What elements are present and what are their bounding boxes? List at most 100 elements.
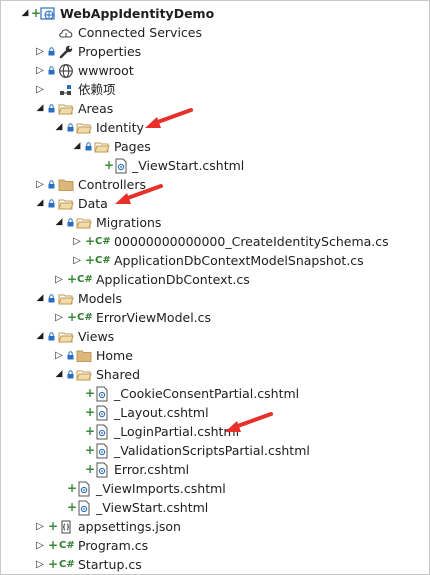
tree-item-project[interactable]: ◢ + WebAppIdentityDemo	[1, 4, 430, 23]
tree-item-label: _ViewStart.cshtml	[96, 500, 209, 515]
tree-item-models[interactable]: ◢ Models	[1, 289, 430, 308]
tree-item-layout[interactable]: + _Layout.cshtml	[1, 403, 430, 422]
tree-item-cookie-partial[interactable]: + _CookieConsentPartial.cshtml	[1, 384, 430, 403]
collapse-arrow-icon[interactable]: ▷	[36, 46, 44, 57]
tree-item-properties[interactable]: ▷ Properties	[1, 42, 430, 61]
tree-item-login-partial[interactable]: + _LoginPartial.cshtml	[1, 422, 430, 441]
expand-arrow-icon[interactable]: ◢	[73, 141, 81, 151]
folder-open-icon	[58, 329, 74, 345]
tree-item-label: 依赖项	[78, 82, 116, 97]
folder-open-icon	[76, 367, 92, 383]
lock-icon	[48, 180, 56, 189]
tree-item-label: ApplicationDbContextModelSnapshot.cs	[114, 253, 364, 268]
add-status-icon: +	[104, 158, 115, 172]
tree-item-migration-file[interactable]: ▷ + C# 00000000000000_CreateIdentitySche…	[1, 232, 430, 251]
csharp-file-icon: C#	[59, 540, 75, 551]
tree-item-identity[interactable]: ◢ Identity	[1, 118, 430, 137]
collapse-arrow-icon[interactable]: ▷	[55, 312, 63, 323]
tree-item-identity-viewstart[interactable]: + _ViewStart.cshtml	[1, 156, 430, 175]
tree-item-pages[interactable]: ◢ Pages	[1, 137, 430, 156]
tree-item-views-viewstart[interactable]: + _ViewStart.cshtml	[1, 498, 430, 517]
tree-item-label: _ValidationScriptsPartial.cshtml	[114, 443, 310, 458]
razor-file-icon	[94, 462, 110, 478]
tree-item-data[interactable]: ◢ Data	[1, 194, 430, 213]
tree-item-error-view[interactable]: + Error.cshtml	[1, 460, 430, 479]
tree-item-label: Identity	[96, 120, 144, 135]
tree-item-label: Error.cshtml	[114, 462, 190, 477]
tree-item-startup[interactable]: ▷ + C# Startup.cs	[1, 555, 430, 574]
tree-item-shared[interactable]: ◢ Shared	[1, 365, 430, 384]
expand-arrow-icon[interactable]: ◢	[36, 198, 44, 208]
folder-icon	[58, 177, 74, 193]
csharp-file-icon: C#	[95, 236, 111, 247]
csharp-file-icon: C#	[77, 312, 93, 323]
razor-file-icon	[76, 500, 92, 516]
collapse-arrow-icon[interactable]: ▷	[36, 521, 44, 532]
expand-arrow-icon[interactable]: ◢	[21, 8, 29, 18]
tree-item-home[interactable]: ▷ Home	[1, 346, 430, 365]
tree-item-program[interactable]: ▷ + C# Program.cs	[1, 536, 430, 555]
expand-arrow-icon[interactable]: ◢	[36, 293, 44, 303]
tree-item-snapshot-file[interactable]: ▷ + C# ApplicationDbContextModelSnapshot…	[1, 251, 430, 270]
dependencies-icon	[58, 82, 74, 98]
add-status-icon: +	[48, 538, 59, 552]
tree-item-connected-services[interactable]: Connected Services	[1, 23, 430, 42]
collapse-arrow-icon[interactable]: ▷	[36, 559, 44, 570]
lock-icon	[48, 199, 56, 208]
tree-item-wwwroot[interactable]: ▷ wwwroot	[1, 61, 430, 80]
collapse-arrow-icon[interactable]: ▷	[55, 274, 63, 285]
csharp-file-icon: C#	[59, 559, 75, 570]
tree-item-dependencies[interactable]: ▷ 依赖项	[1, 80, 430, 99]
tree-item-label: ApplicationDbContext.cs	[96, 272, 250, 287]
web-project-icon	[40, 6, 56, 22]
tree-item-label: Data	[78, 196, 108, 211]
expand-arrow-icon[interactable]: ◢	[55, 369, 63, 379]
add-status-icon: +	[85, 424, 96, 438]
add-status-icon: +	[48, 557, 59, 571]
expand-arrow-icon[interactable]: ◢	[36, 103, 44, 113]
tree-item-label: Startup.cs	[78, 557, 142, 572]
lock-icon	[48, 294, 56, 303]
add-status-icon: +	[85, 386, 96, 400]
tree-item-areas[interactable]: ◢ Areas	[1, 99, 430, 118]
tree-item-controllers[interactable]: ▷ Controllers	[1, 175, 430, 194]
tree-item-views[interactable]: ◢ Views	[1, 327, 430, 346]
tree-item-validation-partial[interactable]: + _ValidationScriptsPartial.cshtml	[1, 441, 430, 460]
annotation-arrow-data	[115, 184, 163, 204]
collapse-arrow-icon[interactable]: ▷	[73, 255, 81, 266]
razor-file-icon	[94, 405, 110, 421]
add-status-icon: +	[67, 310, 78, 324]
expand-arrow-icon[interactable]: ◢	[36, 331, 44, 341]
tree-item-label: Home	[96, 348, 133, 363]
collapse-arrow-icon[interactable]: ▷	[55, 350, 63, 361]
collapse-arrow-icon[interactable]: ▷	[73, 236, 81, 247]
tree-item-label: appsettings.json	[78, 519, 181, 534]
folder-icon	[76, 348, 92, 364]
tree-item-dbcontext-file[interactable]: ▷ + C# ApplicationDbContext.cs	[1, 270, 430, 289]
lock-icon	[48, 104, 56, 113]
razor-file-icon	[94, 424, 110, 440]
lock-icon	[67, 218, 75, 227]
razor-file-icon	[94, 443, 110, 459]
tree-item-error-view-model[interactable]: ▷ + C# ErrorViewModel.cs	[1, 308, 430, 327]
collapse-arrow-icon[interactable]: ▷	[36, 540, 44, 551]
expand-arrow-icon[interactable]: ◢	[55, 122, 63, 132]
tree-item-migrations[interactable]: ◢ Migrations	[1, 213, 430, 232]
lock-icon	[67, 370, 75, 379]
collapse-arrow-icon[interactable]: ▷	[36, 65, 44, 76]
expand-arrow-icon[interactable]: ◢	[55, 217, 63, 227]
tree-item-label: _CookieConsentPartial.cshtml	[114, 386, 300, 401]
csharp-file-icon: C#	[77, 274, 93, 285]
add-status-icon: +	[67, 500, 78, 514]
collapse-arrow-icon[interactable]: ▷	[36, 179, 44, 190]
collapse-arrow-icon[interactable]: ▷	[36, 84, 44, 95]
tree-item-label: wwwroot	[78, 63, 134, 78]
add-status-icon: +	[85, 443, 96, 457]
tree-item-appsettings[interactable]: ▷ + appsettings.json	[1, 517, 430, 536]
add-status-icon: +	[67, 481, 78, 495]
tree-item-view-imports[interactable]: + _ViewImports.cshtml	[1, 479, 430, 498]
tree-item-label: Areas	[78, 101, 114, 116]
csharp-file-icon: C#	[95, 255, 111, 266]
lock-icon	[67, 123, 75, 132]
